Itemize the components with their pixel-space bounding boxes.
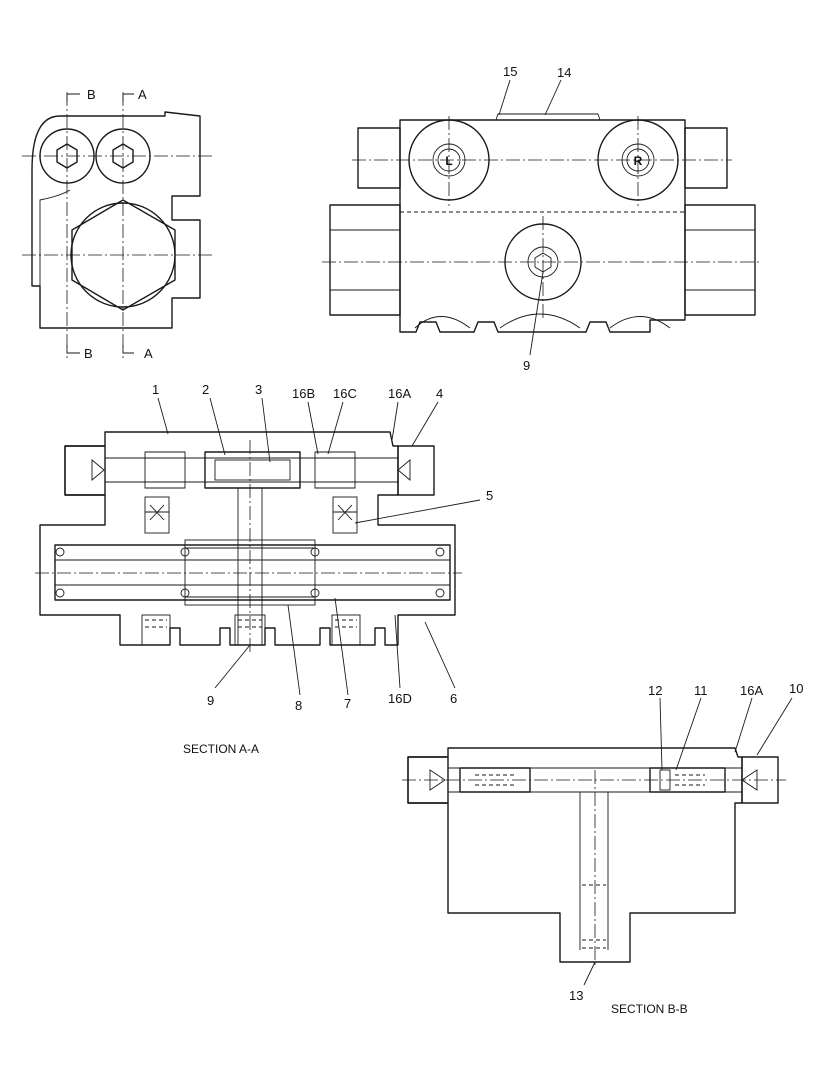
callout-14: 14 bbox=[557, 65, 571, 80]
port-l-circle bbox=[408, 119, 490, 201]
top-view-body bbox=[399, 119, 686, 333]
callout-1: 1 bbox=[152, 382, 159, 397]
callout-16a-a: 16A bbox=[388, 386, 411, 401]
port-r-label: R bbox=[634, 154, 643, 168]
callout-15: 15 bbox=[503, 64, 517, 79]
callout-16c: 16C bbox=[333, 386, 357, 401]
section-b-b: 12 11 16A 10 13 SECTION B-B bbox=[402, 681, 803, 1016]
left-port-fitting bbox=[329, 204, 401, 316]
section-b-letter-bottom: B bbox=[84, 346, 93, 361]
lower-passage bbox=[54, 544, 451, 601]
section-a-body bbox=[39, 431, 456, 646]
port-r-circle bbox=[597, 119, 679, 201]
check-valve-right bbox=[332, 496, 358, 534]
caption-section-b: SECTION B-B bbox=[611, 1002, 688, 1016]
callout-13: 13 bbox=[569, 988, 583, 1003]
callout-4: 4 bbox=[436, 386, 443, 401]
spool-2-3 bbox=[204, 451, 301, 489]
callout-12: 12 bbox=[648, 683, 662, 698]
callout-16d: 16D bbox=[388, 691, 412, 706]
right-boss-top bbox=[684, 127, 728, 189]
callout-5: 5 bbox=[486, 488, 493, 503]
port-l-label: L bbox=[445, 154, 452, 168]
callout-3: 3 bbox=[255, 382, 262, 397]
section-b-letter-top: B bbox=[87, 87, 96, 102]
top-view: L R 15 14 9 bbox=[322, 64, 762, 373]
end-view: B A B A bbox=[22, 87, 215, 361]
callout-8: 8 bbox=[295, 698, 302, 713]
callout-7: 7 bbox=[344, 696, 351, 711]
callout-2: 2 bbox=[202, 382, 209, 397]
check-valve-left bbox=[144, 496, 170, 534]
caption-section-a: SECTION A-A bbox=[183, 742, 259, 756]
callout-9-top: 9 bbox=[523, 358, 530, 373]
callout-10: 10 bbox=[789, 681, 803, 696]
callout-16a-b: 16A bbox=[740, 683, 763, 698]
callout-11: 11 bbox=[694, 683, 708, 698]
section-a-a: 1 2 3 16B 16C 16A 4 5 9 8 7 16D 6 SECTIO… bbox=[35, 382, 493, 756]
callout-16b: 16B bbox=[292, 386, 315, 401]
plug-9-circle bbox=[504, 223, 582, 301]
end-view-body bbox=[31, 111, 201, 329]
hex-plug bbox=[71, 199, 176, 311]
right-port-fitting bbox=[684, 204, 756, 316]
left-boss-top bbox=[357, 127, 401, 189]
callout-9-a: 9 bbox=[207, 693, 214, 708]
section-a-letter-top: A bbox=[138, 87, 147, 102]
callout-6: 6 bbox=[450, 691, 457, 706]
section-a-letter-bottom: A bbox=[144, 346, 153, 361]
